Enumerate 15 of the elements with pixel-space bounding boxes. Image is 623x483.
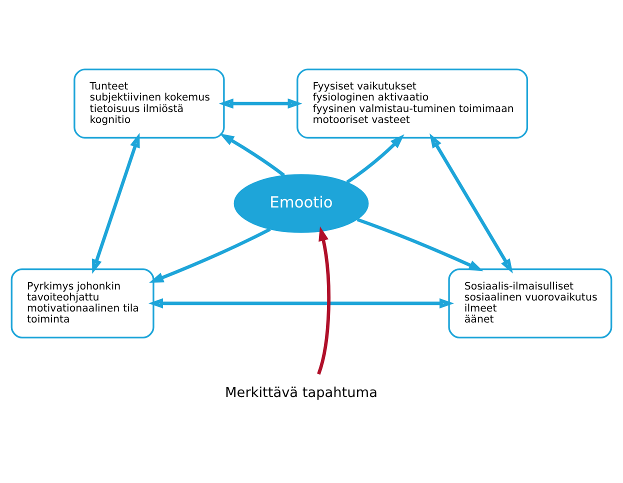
- node-box: Sosiaalis-ilmaisulliset sosiaalinen vuorovaikutus ilmeet äänet: [448, 268, 612, 338]
- node-box: Tunteet subjektiivinen kokemus tietoisuus ilmiöstä kognitio: [74, 68, 225, 139]
- arrow: [346, 134, 404, 184]
- arrow: [430, 133, 513, 274]
- node-box: Pyrkimys johonkin tavoiteohjattu motivationaalinen tila toiminta: [10, 268, 154, 338]
- node-ellipse: Emootio: [234, 174, 369, 233]
- arrow: [356, 218, 484, 272]
- arrow: [148, 228, 271, 283]
- arrow: [148, 298, 454, 308]
- arrow: [317, 226, 330, 375]
- arrow: [218, 98, 302, 109]
- node-text: Merkittävä tapahtuma: [225, 385, 378, 402]
- arrow: [220, 133, 286, 177]
- node-box: Fyysiset vaikutukset fysiologinen aktivaatio fyysinen valmistau-tuminen toimimaan motooriset vasteet: [296, 68, 528, 139]
- arrow: [92, 132, 140, 274]
